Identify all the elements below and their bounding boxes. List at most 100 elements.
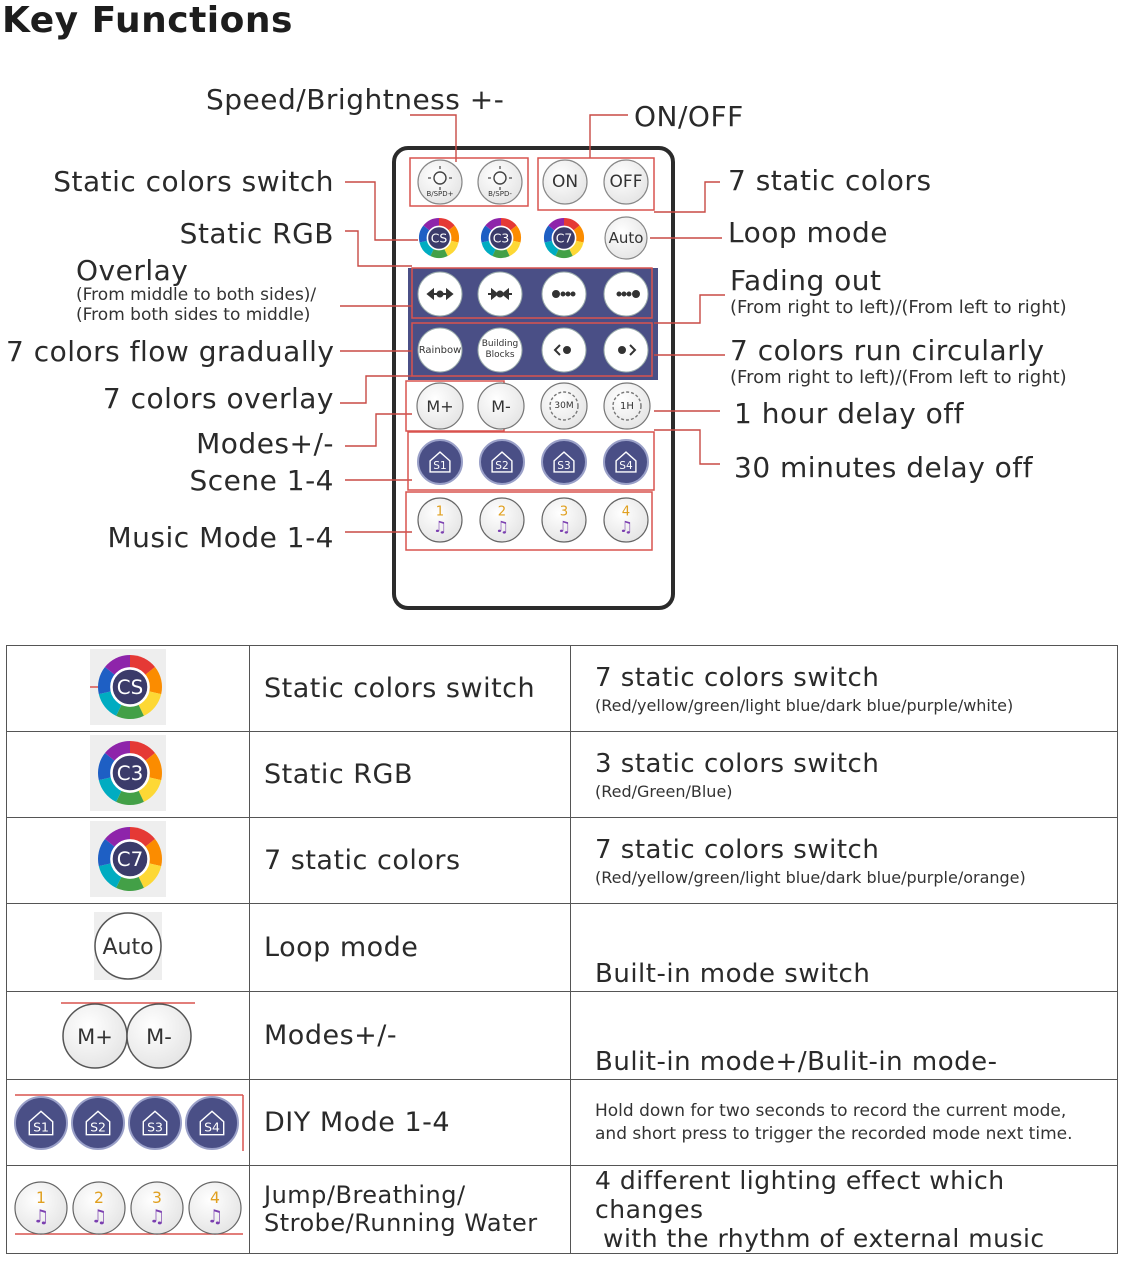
function-desc: 4 different lighting effect which change… bbox=[570, 1165, 1118, 1254]
music-2-icon[interactable]: 2♫ bbox=[72, 1180, 126, 1235]
label-7-colors-flow: 7 colors flow gradually bbox=[6, 335, 335, 368]
music-4-icon[interactable]: 4♫ bbox=[188, 1180, 242, 1235]
function-desc: 3 static colors switch(Red/Green/Blue) bbox=[570, 731, 1118, 818]
label-scene: Scene 1-4 bbox=[189, 464, 334, 497]
diy-3-icon[interactable]: S3 bbox=[128, 1095, 182, 1150]
desc-sub: (Red/yellow/green/light blue/dark blue/p… bbox=[595, 695, 1014, 715]
mode-minus-text: M- bbox=[146, 1025, 172, 1049]
function-name: Static RGB bbox=[249, 731, 571, 818]
timer-1h-button[interactable] bbox=[603, 382, 651, 430]
music-3-button-text: 3 bbox=[560, 505, 568, 520]
diy-1-icon-text: S1 bbox=[33, 1119, 49, 1134]
music-icons: 1♫2♫3♫4♫ bbox=[11, 1168, 245, 1248]
label-static-rgb: Static RGB bbox=[179, 217, 334, 250]
function-name: Loop mode bbox=[249, 903, 571, 992]
button-groups bbox=[405, 157, 655, 551]
icon-cell: 1♫2♫3♫4♫ bbox=[6, 1165, 250, 1254]
music-note-icon: ♫ bbox=[149, 1206, 165, 1227]
auto-icon: Auto bbox=[94, 911, 162, 980]
building-label: Building bbox=[481, 338, 519, 349]
table-row: 1♫2♫3♫4♫ Jump/Breathing/Strobe/Running W… bbox=[6, 1165, 1118, 1254]
table-row: Auto Loop mode Built-in mode switch bbox=[6, 903, 1118, 992]
scene-1-button-text: S1 bbox=[433, 460, 446, 472]
scene-4-button[interactable]: S4 bbox=[603, 439, 649, 485]
rainbow-button[interactable] bbox=[417, 327, 463, 373]
scene-4-button-text: S4 bbox=[619, 460, 633, 472]
desc-sub: (Red/yellow/green/light blue/dark blue/p… bbox=[595, 867, 1026, 887]
blocks-label: Blocks bbox=[485, 349, 515, 360]
cs-icon: CS bbox=[88, 647, 168, 727]
music-1-button[interactable]: 1♫ bbox=[417, 497, 463, 543]
auto-button[interactable] bbox=[604, 216, 648, 260]
cs-button-text: CS bbox=[431, 230, 448, 245]
music-4-button-text: 4 bbox=[622, 505, 630, 520]
music-4-button[interactable]: 4♫ bbox=[603, 497, 649, 543]
music-note-icon: ♫ bbox=[433, 518, 447, 536]
c3-button[interactable]: C3 bbox=[481, 218, 521, 258]
c7-button[interactable]: C7 bbox=[544, 218, 585, 258]
brightness-up-label: B/SPD+ bbox=[426, 190, 454, 198]
label-music-mode: Music Mode 1-4 bbox=[107, 521, 334, 554]
label-overlay-sub1: (From middle to both sides)/ bbox=[76, 285, 317, 305]
on-label: ON bbox=[551, 172, 579, 192]
function-name: Static colors switch bbox=[249, 645, 571, 732]
timer-30m-label: 30M bbox=[554, 401, 574, 411]
auto-icon-text: Auto bbox=[102, 935, 153, 960]
music-note-icon: ♫ bbox=[557, 518, 571, 536]
function-table: CS Static colors switch 7 static colors … bbox=[6, 645, 1118, 1254]
table-row: M+ M- Modes+/- Bulit-in mode+/Bulit-in m… bbox=[6, 991, 1118, 1080]
cs-button[interactable]: CS bbox=[419, 218, 460, 258]
label-loop-mode: Loop mode bbox=[728, 216, 888, 249]
off-button[interactable] bbox=[603, 159, 649, 205]
music-1-icon[interactable]: 1♫ bbox=[14, 1180, 68, 1235]
c7-icon-wheel-text: C7 bbox=[117, 848, 143, 871]
label-speed-brightness: Speed/Brightness +- bbox=[206, 83, 505, 116]
rainbow-label: Rainbow bbox=[418, 344, 462, 356]
music-1-icon-text: 1 bbox=[36, 1188, 46, 1206]
off-label: OFF bbox=[609, 172, 643, 192]
leader-lines bbox=[340, 114, 725, 533]
diy-4-icon[interactable]: S4 bbox=[185, 1095, 239, 1150]
desc-main: Built-in mode switch bbox=[595, 959, 871, 989]
name-line1: Jump/Breathing/ bbox=[264, 1180, 466, 1209]
function-desc: Hold down for two seconds to record the … bbox=[570, 1079, 1118, 1166]
desc-line1: Hold down for two seconds to record the … bbox=[595, 1101, 1067, 1122]
function-desc: Bulit-in mode+/Bulit-in mode- bbox=[570, 991, 1118, 1080]
on-button[interactable] bbox=[542, 159, 588, 205]
brightness-up-button[interactable] bbox=[417, 159, 463, 205]
c3-icon: C3 bbox=[88, 733, 168, 813]
desc-line2: and short press to trigger the recorded … bbox=[595, 1123, 1073, 1144]
label-7-colors-overlay: 7 colors overlay bbox=[102, 382, 334, 415]
brightness-down-button[interactable] bbox=[477, 159, 523, 205]
music-2-icon-text: 2 bbox=[94, 1188, 104, 1206]
diy-1-icon[interactable]: S1 bbox=[14, 1095, 68, 1150]
mode-plus-button[interactable] bbox=[416, 382, 464, 430]
desc-line1: 4 different lighting effect which change… bbox=[595, 1166, 1005, 1224]
table-row: C7 7 static colors 7 static colors switc… bbox=[6, 817, 1118, 904]
music-3-button[interactable]: 3♫ bbox=[541, 497, 587, 543]
label-on-off: ON/OFF bbox=[634, 100, 744, 133]
building-blocks-button[interactable] bbox=[477, 327, 523, 373]
function-name: 7 static colors bbox=[249, 817, 571, 904]
icon-cell: M+ M- bbox=[6, 991, 250, 1080]
timer-30m-button[interactable] bbox=[540, 382, 588, 430]
music-2-button[interactable]: 2♫ bbox=[479, 497, 525, 543]
desc-main: Bulit-in mode+/Bulit-in mode- bbox=[595, 1047, 998, 1077]
scene-1-button[interactable]: S1 bbox=[417, 439, 463, 485]
cs-icon-wheel[interactable]: CS bbox=[98, 654, 162, 719]
desc-main: 7 static colors switch bbox=[595, 834, 880, 865]
desc-line2: with the rhythm of external music bbox=[603, 1224, 1045, 1253]
scene-3-button[interactable]: S3 bbox=[541, 439, 587, 485]
c7-icon-wheel[interactable]: C7 bbox=[98, 826, 162, 891]
c3-button-text: C3 bbox=[493, 230, 510, 245]
mode-minus-button[interactable] bbox=[477, 382, 525, 430]
diy-2-icon[interactable]: S2 bbox=[71, 1095, 125, 1150]
music-note-icon: ♫ bbox=[91, 1206, 107, 1227]
c3-icon-wheel[interactable]: C3 bbox=[98, 740, 162, 805]
desc-sub: (Red/Green/Blue) bbox=[595, 781, 733, 801]
cs-icon-wheel-text: CS bbox=[117, 676, 143, 699]
scene-2-button[interactable]: S2 bbox=[479, 439, 525, 485]
music-3-icon[interactable]: 3♫ bbox=[130, 1180, 184, 1235]
label-fading-out: Fading out bbox=[730, 264, 882, 297]
